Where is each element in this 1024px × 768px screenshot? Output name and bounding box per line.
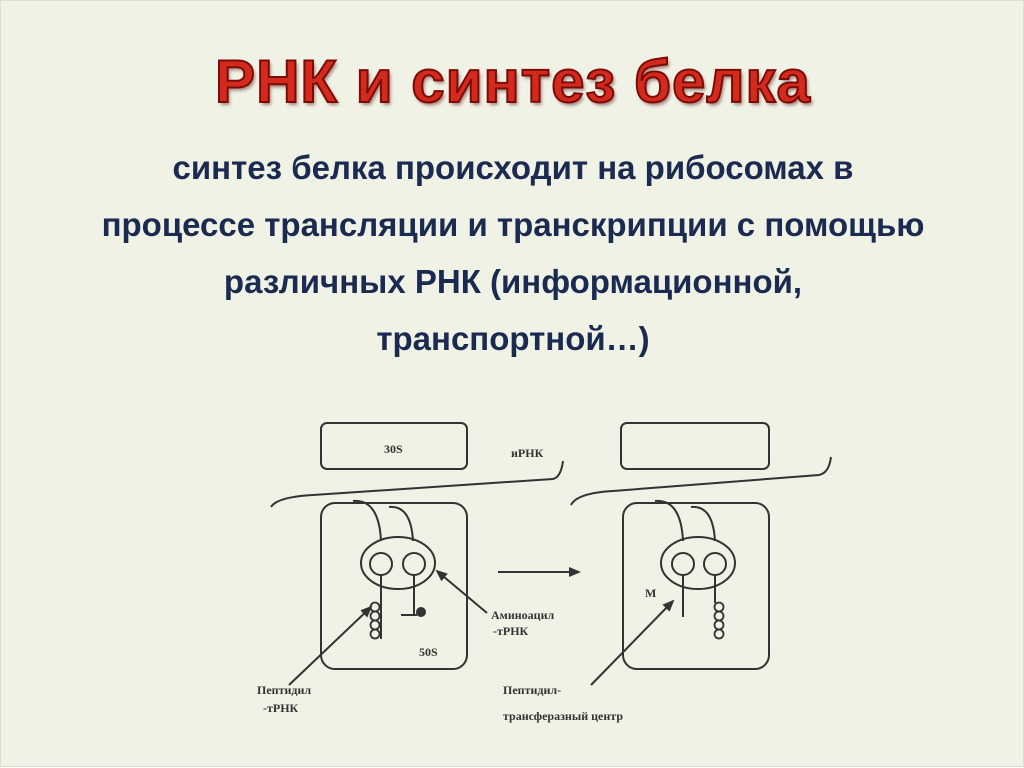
body-line-1: синтез белка происходит на рибосомах в	[172, 149, 854, 186]
arrow-to-transferase	[590, 599, 675, 686]
trna-arm-right-1	[654, 499, 684, 542]
a-site-left	[402, 552, 426, 576]
binding-site-oval-left	[360, 536, 436, 590]
label-peptidyl-line2: -тРНК	[263, 701, 299, 715]
amino-acid-dot	[416, 607, 426, 617]
arrow-to-peptidyl	[288, 605, 373, 686]
p-site-left	[369, 552, 393, 576]
arrow-to-aminoacyl	[435, 569, 488, 614]
trna-arm-right-2	[690, 505, 716, 542]
small-subunit-left	[320, 422, 468, 470]
a-site-right	[703, 552, 727, 576]
label-30s: 30S	[384, 442, 403, 456]
trna-arm-left-1	[352, 499, 382, 542]
label-transferase-line1: Пептидил-	[503, 683, 561, 697]
label-transferase-line2: трансферазный центр	[503, 709, 623, 723]
label-mrna: иРНК	[511, 446, 544, 460]
label-50s: 50S	[419, 645, 438, 659]
slide-body-text: синтез белка происходит на рибосомах в п…	[61, 139, 965, 367]
slide-title: РНК и синтез белка	[214, 47, 811, 116]
label-aminoacyl-line1: Аминоацил	[491, 608, 554, 622]
peptide-chain-right	[713, 601, 725, 640]
peptide-chain-left	[369, 601, 381, 640]
label-m: M	[645, 586, 656, 600]
trna-arm-left-2	[388, 505, 414, 542]
large-subunit-right	[622, 502, 770, 670]
label-peptidyl-line1: Пептидил	[257, 683, 311, 697]
body-line-3: различных РНК (информационной,	[223, 263, 803, 300]
small-subunit-right	[620, 422, 770, 470]
body-line-4: транспортной…)	[376, 320, 650, 357]
body-line-2: процессе трансляции и транскрипции с пом…	[101, 206, 925, 243]
mrna-strand-left	[270, 460, 564, 508]
p-site-right	[671, 552, 695, 576]
large-subunit-left	[320, 502, 468, 670]
mrna-strand-right	[570, 456, 832, 506]
binding-site-oval-right	[660, 536, 736, 590]
label-aminoacyl-line2: -тРНК	[493, 624, 529, 638]
